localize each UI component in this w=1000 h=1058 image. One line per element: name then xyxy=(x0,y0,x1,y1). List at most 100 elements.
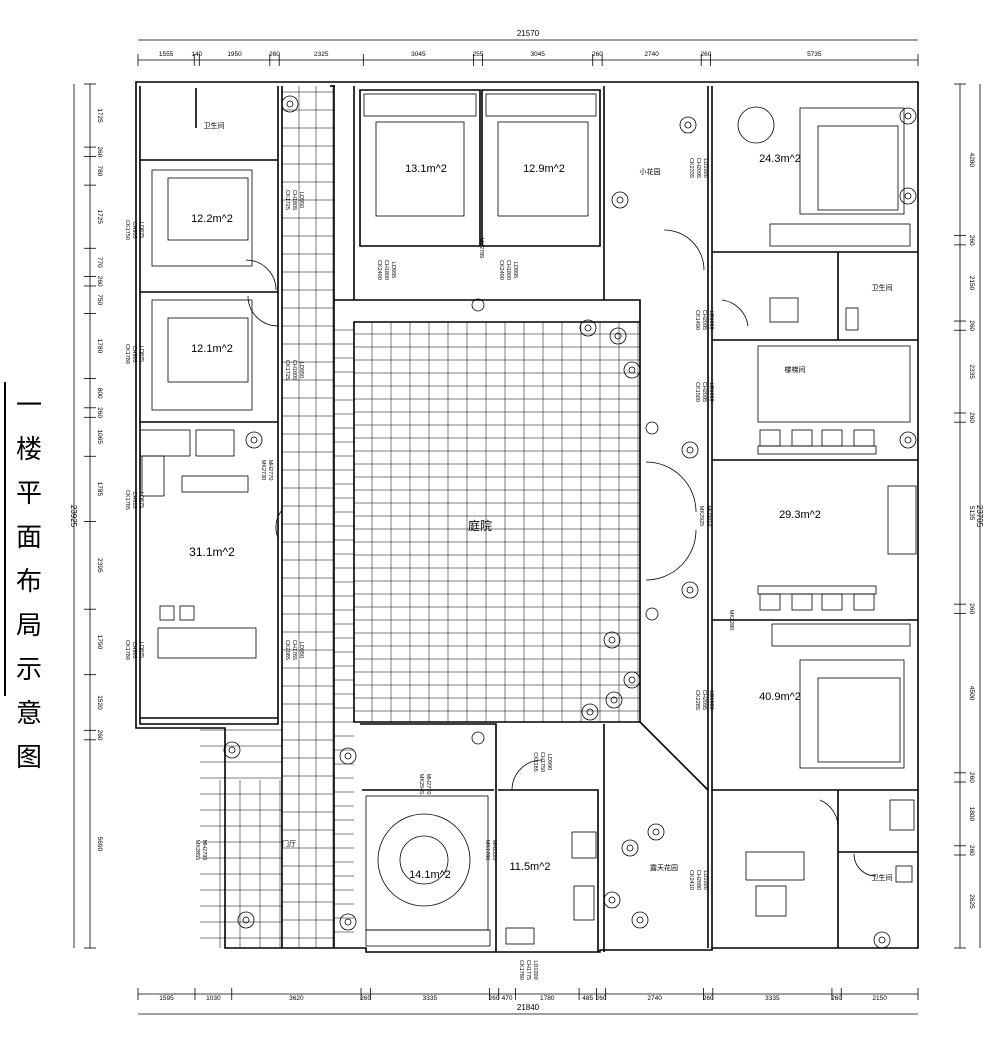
door-arc xyxy=(275,509,283,539)
opening-code: LD875 xyxy=(138,346,144,362)
title-char: 面 xyxy=(15,523,42,553)
room-label: 31.1m^2 xyxy=(189,545,235,559)
title-char: 布 xyxy=(15,567,42,597)
opening-code: CH1750 xyxy=(539,752,545,772)
opening-code: CH905 xyxy=(131,221,137,238)
dimension-label: 1800 xyxy=(968,807,975,822)
door-arc xyxy=(245,259,277,291)
dimension-label: 260 xyxy=(96,146,103,157)
dimension-label: 1065 xyxy=(96,430,103,445)
dimension-label: 260 xyxy=(592,51,603,58)
title-char: 局 xyxy=(15,611,42,641)
dimension-label: 260 xyxy=(489,995,500,1002)
toilet-icon xyxy=(845,307,859,331)
dimension-label: 3045 xyxy=(530,51,545,58)
dimension-label: 3045 xyxy=(411,51,426,58)
plant-icon xyxy=(245,431,263,449)
dimension-label: 1725 xyxy=(96,108,103,123)
tv-cabinet-icon xyxy=(157,627,257,659)
room-label: 楼梯间 xyxy=(785,365,806,374)
opening-code: MK1780 xyxy=(484,840,490,861)
title-char: 图 xyxy=(15,743,42,773)
opening-code: CK1725 xyxy=(284,190,290,210)
plant-icon xyxy=(631,911,649,929)
title-char: 一 xyxy=(15,391,42,421)
courtyard-label: 庭院 xyxy=(468,518,492,533)
opening-code: LD990 xyxy=(546,754,552,770)
dimension-label: 1950 xyxy=(227,51,242,58)
stove-icon xyxy=(571,831,597,859)
opening-code: CH1805 xyxy=(291,190,297,210)
opening-code: MH2220 xyxy=(491,840,497,861)
plant-icon xyxy=(899,187,917,205)
opening-code: MK2280 xyxy=(728,610,734,631)
dimension-total: 21840 xyxy=(517,1003,540,1012)
sofa-icon xyxy=(141,455,165,497)
opening-code: LD950 xyxy=(298,642,304,658)
plant-icon xyxy=(605,691,623,709)
room-label: 40.9m^2 xyxy=(759,691,801,703)
dimension-label: 260 xyxy=(96,407,103,418)
dimension-label: 260 xyxy=(596,995,607,1002)
plant-icon xyxy=(679,116,697,134)
opening-code: LD1000 xyxy=(702,870,708,889)
door-arc xyxy=(721,299,749,327)
stairs-icon xyxy=(757,345,911,423)
opening-code: LD1000 xyxy=(532,960,538,979)
walls xyxy=(135,81,919,953)
wardrobe-icon xyxy=(363,93,477,117)
opening-code: CK1785 xyxy=(124,490,130,510)
bed-icon xyxy=(151,299,253,411)
opening-code: CK1780 xyxy=(124,344,130,364)
opening-code: CH1775 xyxy=(525,960,531,980)
dimension-label: 800 xyxy=(96,388,103,399)
dimension-label: 780 xyxy=(96,165,103,176)
dimension-label: 1785 xyxy=(96,482,103,497)
plant-icon xyxy=(339,913,357,931)
opening-code: CH1765 xyxy=(291,640,297,660)
plant-icon xyxy=(681,581,699,599)
door-arc xyxy=(511,759,543,791)
title-underline xyxy=(4,382,6,696)
wardrobe-icon xyxy=(365,929,491,947)
dimension-label: 1595 xyxy=(159,995,174,1002)
room-label: 卫生间 xyxy=(872,873,893,882)
opening-code: CH1805 xyxy=(291,360,297,380)
title-char: 示 xyxy=(15,655,42,685)
plants xyxy=(223,95,917,949)
opening-code: MK2785 xyxy=(478,238,484,259)
door-arc xyxy=(645,529,697,581)
opening-code: LD1000 xyxy=(708,382,714,401)
opening-code: CK2410 xyxy=(688,870,694,890)
bed-icon xyxy=(151,169,253,267)
opening-code: CK1500 xyxy=(694,382,700,402)
plant-icon xyxy=(223,741,241,759)
room-label: 11.5m^2 xyxy=(509,861,550,873)
plant-icon xyxy=(603,631,621,649)
opening-code: LD1000 xyxy=(708,690,714,709)
opening-code: CH2095 xyxy=(695,158,701,178)
plant-icon xyxy=(899,107,917,125)
opening-code: CH2095 xyxy=(701,382,707,402)
dimension-label: 485 xyxy=(582,995,593,1002)
wardrobe-icon xyxy=(769,223,911,247)
room-label: 卫生间 xyxy=(872,283,893,292)
opening-code: CH1800 xyxy=(505,260,511,280)
opening-code: LD950 xyxy=(298,192,304,208)
dimension-label: 3335 xyxy=(765,995,780,1002)
courtyard-border xyxy=(353,321,641,723)
room-label: 13.1m^2 xyxy=(405,163,447,175)
dimension-label: 2740 xyxy=(644,51,659,58)
dimension-label: 1790 xyxy=(96,635,103,650)
opening-code: LD875 xyxy=(138,492,144,508)
dimension-lines xyxy=(73,39,981,1015)
opening-code: CH905 xyxy=(131,345,137,362)
title-char: 平 xyxy=(15,479,42,509)
plant-icon xyxy=(899,431,917,449)
opening-code: CK2285 xyxy=(694,690,700,710)
opening-code: MK2925 xyxy=(698,506,704,527)
dimension-label: 4500 xyxy=(968,686,975,701)
opening-code: CH2095 xyxy=(701,690,707,710)
wardrobe-icon xyxy=(485,93,597,117)
